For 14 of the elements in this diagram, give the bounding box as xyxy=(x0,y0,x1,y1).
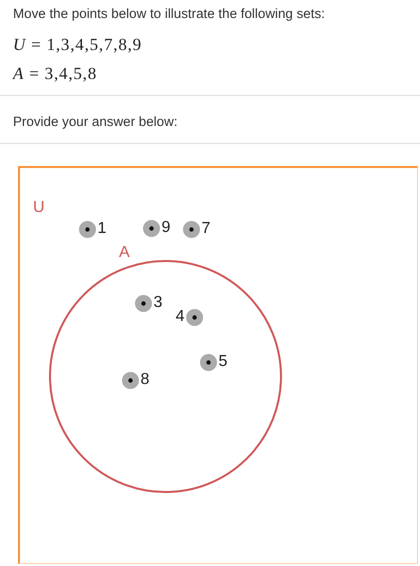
prompt-text: Provide your answer below: xyxy=(13,114,178,130)
point-label: 7 xyxy=(202,221,210,237)
point-label: 9 xyxy=(162,220,170,236)
point-label: 8 xyxy=(140,372,150,388)
set-label: A xyxy=(119,245,130,261)
set-definition: U = 1,3,4,5,7,8,9 xyxy=(13,35,142,54)
set-rectangle xyxy=(18,166,418,564)
point-label: 3 xyxy=(154,295,162,311)
instruction-text: Move the points below to illustrate the following sets: xyxy=(13,6,325,22)
point-label: 5 xyxy=(218,354,228,370)
set-definition: A = 3,4,5,8 xyxy=(13,64,98,83)
point-label: 1 xyxy=(98,221,106,237)
point-label: 4 xyxy=(176,309,184,325)
set-label: U xyxy=(33,200,45,216)
